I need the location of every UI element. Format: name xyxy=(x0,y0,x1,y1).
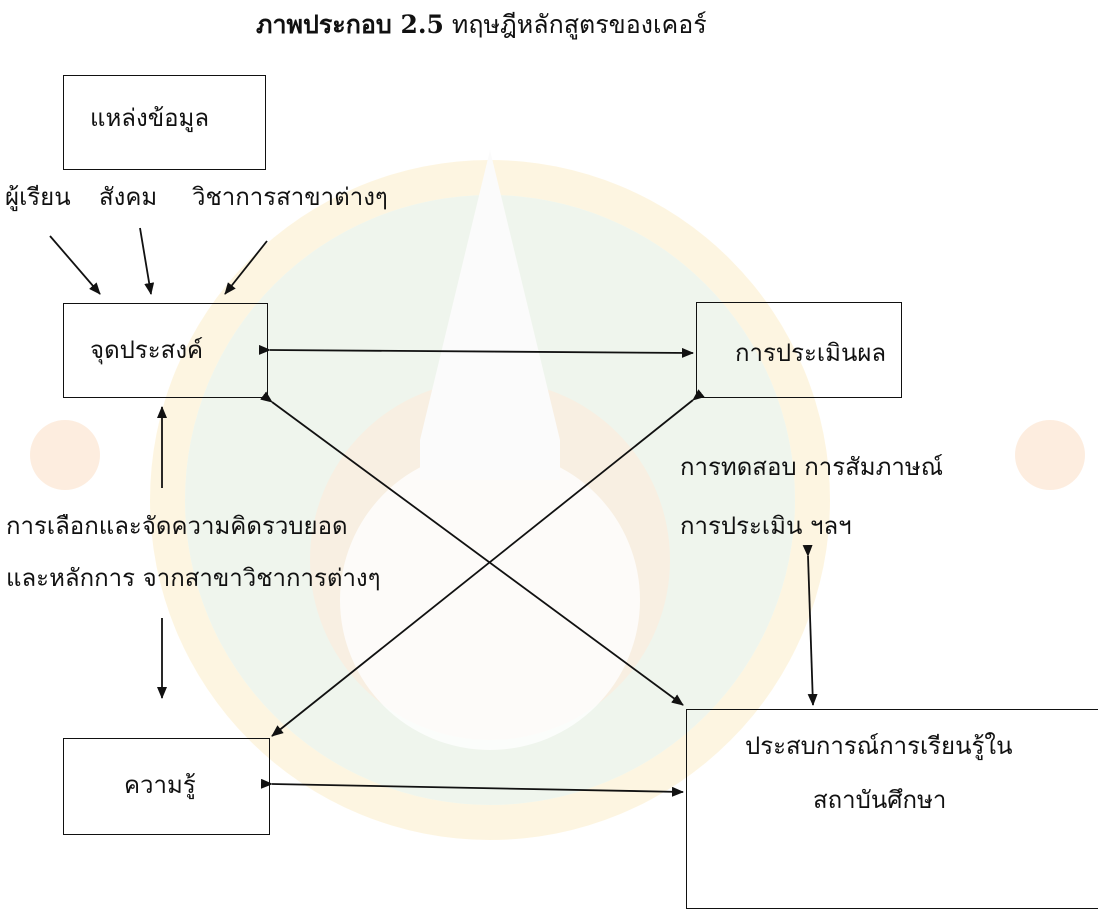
arrow-disciplines-to-objectives xyxy=(224,240,268,295)
experience-label-line1: ประสบการณ์การเรียนรู้ใน xyxy=(745,732,1013,760)
disciplines-label: วิชาการสาขาต่างๆ xyxy=(192,183,388,211)
arrow-society-to-objectives xyxy=(139,227,155,295)
methods-label-line1: การทดสอบ การสัมภาษณ์ xyxy=(680,453,943,481)
arrow-knowledge-experience xyxy=(260,778,684,797)
sources-label: แหล่งข้อมูล xyxy=(90,104,210,132)
knowledge-label: ความรู้ xyxy=(124,771,196,799)
learner-label: ผู้เรียน xyxy=(5,183,71,211)
diagram-arrows xyxy=(49,227,818,797)
figure-title: ทฤษฎีหลักสูตรของเคอร์ xyxy=(451,10,707,39)
arrow-methods-experience xyxy=(802,544,818,706)
arrow-learner-to-objectives xyxy=(49,235,101,295)
figure-number: ภาพประกอบ 2.5 xyxy=(256,10,444,39)
sources-box: แหล่งข้อมูล xyxy=(63,75,266,170)
arrow-evaluation-knowledge xyxy=(271,389,705,737)
society-label: สังคม xyxy=(99,183,158,211)
evaluation-label: การประเมินผล xyxy=(735,339,887,367)
knowledge-box: ความรู้ xyxy=(63,738,270,835)
figure-caption: ภาพประกอบ 2.5 ทฤษฎีหลักสูตรของเคอร์ xyxy=(256,12,707,37)
evaluation-box: การประเมินผล xyxy=(696,302,902,398)
arrow-objectives-evaluation xyxy=(258,344,694,358)
arrow-objectives-experience xyxy=(260,391,684,706)
experience-box: ประสบการณ์การเรียนรู้ใน สถาบันศึกษา xyxy=(686,709,1098,909)
methods-label-line2: การประเมิน ฯลฯ xyxy=(680,512,852,540)
experience-label-line2: สถาบันศึกษา xyxy=(813,786,947,814)
objectives-label: จุดประสงค์ xyxy=(90,336,204,364)
